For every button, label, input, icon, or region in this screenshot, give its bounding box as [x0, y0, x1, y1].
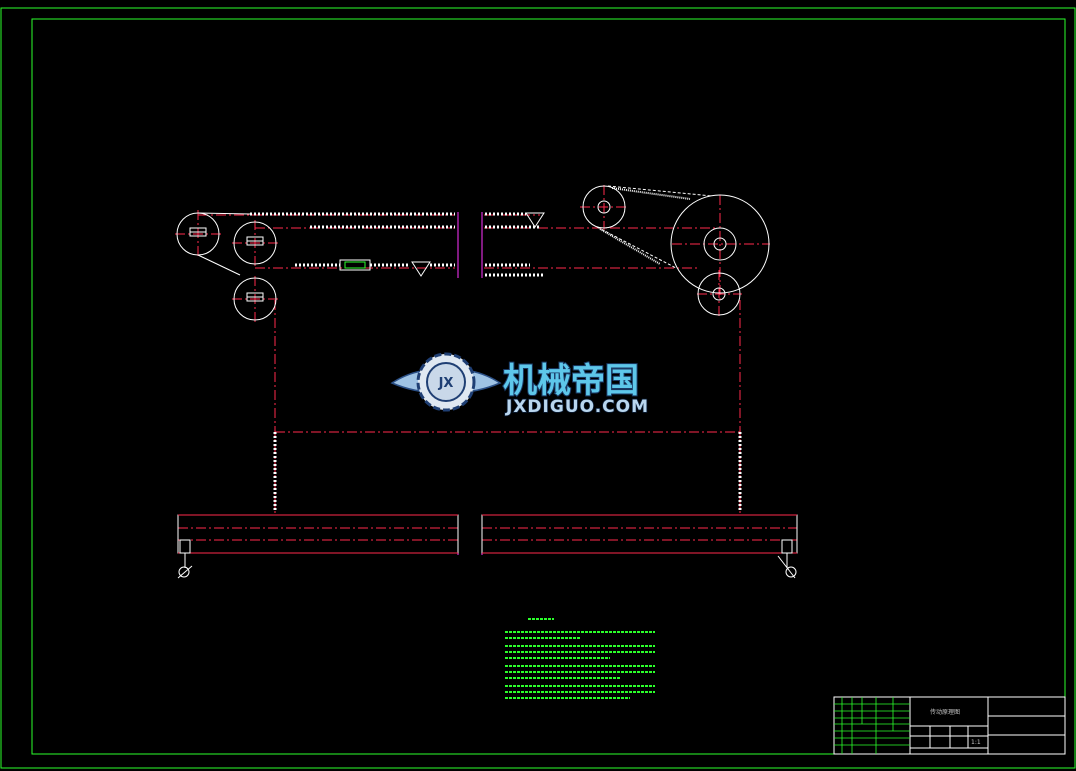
carriage-beam-left	[177, 514, 459, 554]
caster-wheel-icon	[177, 539, 193, 579]
sheet-frame	[0, 7, 1076, 769]
pulley-large-drive	[670, 194, 770, 294]
sprocket-left-middle	[233, 221, 277, 265]
sprocket-left-lower	[233, 277, 277, 321]
caster-wheel-icon	[777, 539, 797, 579]
title-block	[833, 696, 1066, 755]
title-block-grid	[834, 697, 910, 754]
watermark-chinese: 机械帝国	[503, 361, 639, 401]
chain-runs	[197, 212, 742, 512]
pulley-small-bottom	[697, 272, 741, 316]
watermark: JX 机械帝国 JXDIGUO.COM	[390, 352, 649, 418]
drawing-title: 传动原理图	[930, 708, 960, 716]
drawing-scale: 1:1	[971, 739, 981, 746]
gear-wing-icon: JX	[390, 352, 502, 412]
watermark-english: JXDIGUO.COM	[505, 397, 649, 417]
drive-belts	[596, 185, 713, 269]
pulley-small-top	[582, 185, 626, 229]
technical-notes	[505, 618, 655, 699]
chain-tensioner	[339, 212, 545, 277]
carriage-beam-right	[481, 514, 798, 554]
watermark-logo-letters: JX	[438, 376, 454, 391]
